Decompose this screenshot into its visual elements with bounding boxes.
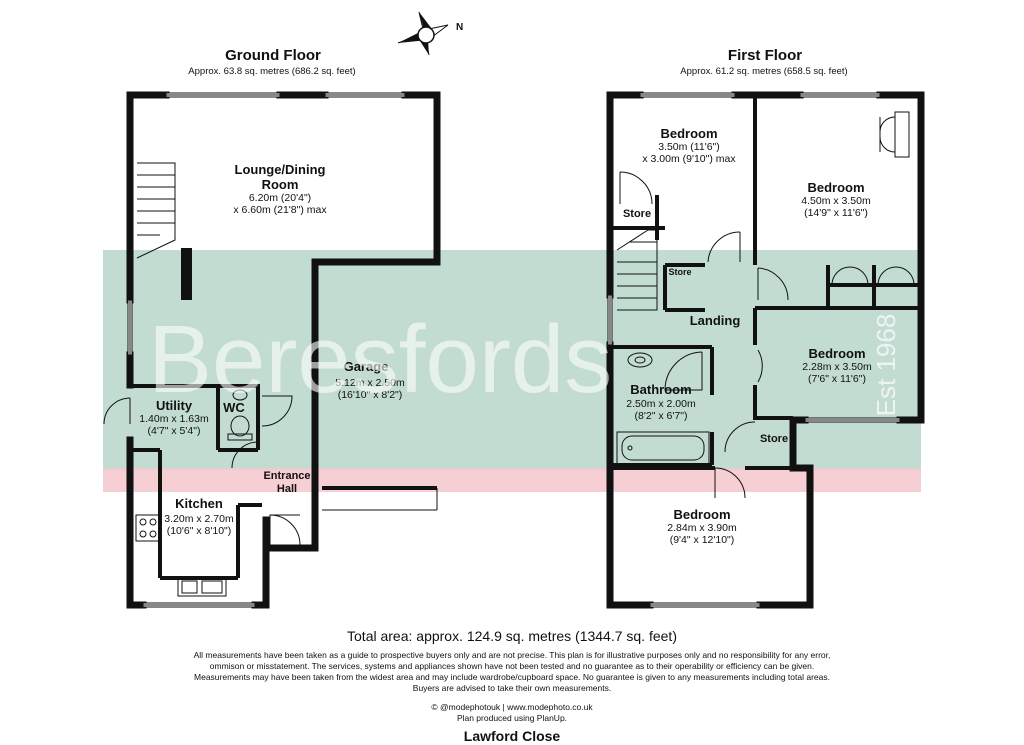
room-bedroom-1: Bedroom 3.50m (11'6") x 3.00m (9'10") ma… (642, 126, 736, 165)
credit-line-2: Plan produced using PlanUp. (456, 713, 568, 723)
room-kitchen-dim-line1: 3.20m x 2.70m (164, 513, 234, 525)
room-bedroom-2-name: Bedroom (807, 180, 864, 195)
total-area: Total area: approx. 124.9 sq. metres (13… (347, 628, 677, 644)
watermark-brand: Beresfords (148, 306, 612, 413)
room-bedroom-2-dim-line1: 4.50m x 3.50m (801, 195, 871, 207)
room-bedroom-3: Bedroom 2.28m x 3.50m (7'6" x 11'6") (802, 346, 872, 385)
room-landing-name: Landing (690, 313, 741, 328)
credits: © @modephotouk | www.modephoto.co.uk Pla… (0, 702, 1024, 724)
room-entrance-name-line2: Hall (277, 483, 297, 495)
room-bedroom-4: Bedroom 2.84m x 3.90m (9'4" x 12'10") (667, 507, 737, 546)
room-utility-dim-line1: 1.40m x 1.63m (139, 413, 209, 425)
ground-floor-title: Ground Floor (225, 47, 321, 64)
room-utility: Utility 1.40m x 1.63m (4'7" x 5'4") (139, 398, 209, 437)
room-entrance-hall: Entrance Hall (263, 470, 310, 495)
disclaimer-line-1: All measurements have been taken as a gu… (193, 650, 831, 660)
compass-north-label: N (456, 22, 463, 33)
room-store-2-name: Store (668, 267, 691, 277)
room-bedroom-4-dim-line1: 2.84m x 3.90m (667, 522, 737, 534)
disclaimer-line-4: Buyers are advised to take their own mea… (412, 683, 612, 693)
room-lounge-dining: Lounge/Dining Room 6.20m (20'4") x 6.60m… (233, 162, 327, 216)
room-garage-name: Garage (344, 359, 389, 374)
room-bedroom-3-name: Bedroom (808, 346, 865, 361)
room-kitchen-name: Kitchen (175, 496, 223, 511)
room-bedroom-2: Bedroom 4.50m x 3.50m (14'9" x 11'6") (801, 180, 871, 219)
room-bathroom: Bathroom 2.50m x 2.00m (8'2" x 6'7") (626, 382, 696, 422)
room-garage-dim-line1: 5.12m x 2.50m (335, 377, 405, 389)
room-bedroom-1-dim-line1: 3.50m (11'6") (658, 141, 720, 153)
room-lounge-name-line1: Lounge/Dining (235, 162, 326, 177)
first-floor-title: First Floor (728, 47, 802, 64)
room-lounge-name-line2: Room (262, 177, 299, 192)
room-entrance-name-line1: Entrance (263, 470, 310, 482)
room-bedroom-3-dim-line1: 2.28m x 3.50m (802, 361, 872, 373)
room-bedroom-1-dim-line2: x 3.00m (9'10") max (642, 153, 736, 165)
room-wc: WC (223, 400, 245, 415)
compass-icon: N (397, 11, 463, 56)
property-address: Lawford Close (463, 728, 561, 744)
room-bedroom-1-name: Bedroom (660, 126, 717, 141)
room-utility-name: Utility (156, 398, 193, 413)
room-bedroom-4-dim-line2: (9'4" x 12'10") (670, 534, 735, 546)
room-bathroom-dim-line2: (8'2" x 6'7") (635, 410, 688, 422)
room-bedroom-3-dim-line2: (7'6" x 11'6") (808, 373, 866, 385)
disclaimer-line-2: ommison or misstatement. The services, s… (209, 661, 815, 671)
watermark-established: Est 1968 (871, 314, 901, 417)
room-kitchen-dim-line2: (10'6" x 8'10") (167, 525, 232, 537)
room-store-3-name: Store (760, 433, 788, 445)
room-wc-name: WC (223, 400, 245, 415)
credit-line-1: © @modephotouk | www.modephoto.co.uk (431, 702, 593, 712)
room-kitchen: Kitchen 3.20m x 2.70m (10'6" x 8'10") (164, 496, 234, 537)
disclaimer-line-3: Measurements may have been taken from th… (194, 672, 830, 682)
ground-floor-area: Approx. 63.8 sq. metres (686.2 sq. feet) (188, 66, 355, 77)
room-garage-dim-line2: (16'10" x 8'2") (338, 389, 403, 401)
room-utility-dim-line2: (4'7" x 5'4") (148, 425, 201, 437)
ground-floor-plan (103, 91, 441, 609)
room-bathroom-dim-line1: 2.50m x 2.00m (626, 398, 696, 410)
room-bedroom-4-name: Bedroom (673, 507, 730, 522)
room-lounge-dim-line1: 6.20m (20'4") (249, 192, 311, 204)
room-garage: Garage 5.12m x 2.50m (16'10" x 8'2") (335, 359, 405, 401)
room-lounge-dim-line2: x 6.60m (21'8") max (233, 204, 327, 216)
disclaimer: All measurements have been taken as a gu… (0, 650, 1024, 694)
room-bedroom-2-dim-line2: (14'9" x 11'6") (804, 207, 868, 219)
first-floor-plan (606, 91, 925, 609)
first-floor-area: Approx. 61.2 sq. metres (658.5 sq. feet) (680, 66, 847, 77)
room-store-1-name: Store (623, 208, 651, 220)
room-bathroom-name: Bathroom (630, 382, 691, 397)
